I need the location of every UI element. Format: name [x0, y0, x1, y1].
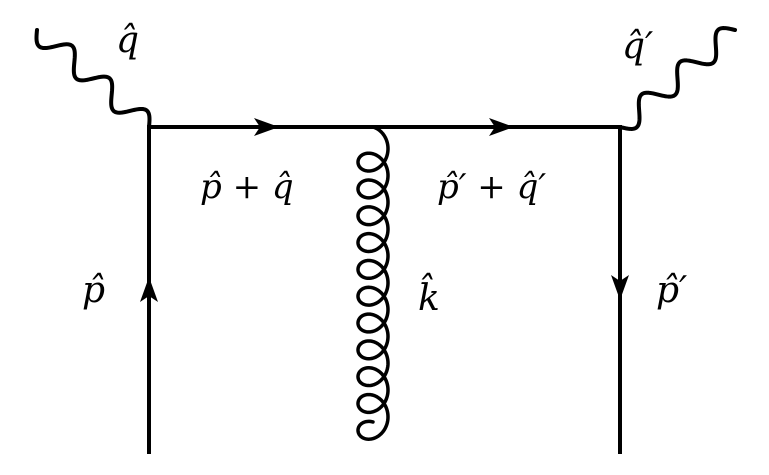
propagator-left-arrow: [254, 118, 279, 136]
propagator-right-arrow: [489, 118, 514, 136]
incoming-photon-line: [34, 28, 152, 129]
label-photon-in: q̂: [116, 20, 139, 61]
outgoing-photon-line: [618, 26, 737, 131]
label-propagator-left: p̂ + q̂: [200, 167, 294, 207]
gluon-line: [356, 125, 390, 441]
label-quark-in: p̂: [82, 270, 105, 311]
label-gluon: k̂: [418, 273, 440, 319]
label-photon-out: q̂′: [622, 26, 653, 67]
quark-in-arrow: [140, 277, 158, 302]
label-quark-out: p̂′: [656, 270, 687, 311]
quark-out-arrow: [611, 275, 629, 300]
label-propagator-right: p̂′ + q̂′: [437, 167, 546, 207]
